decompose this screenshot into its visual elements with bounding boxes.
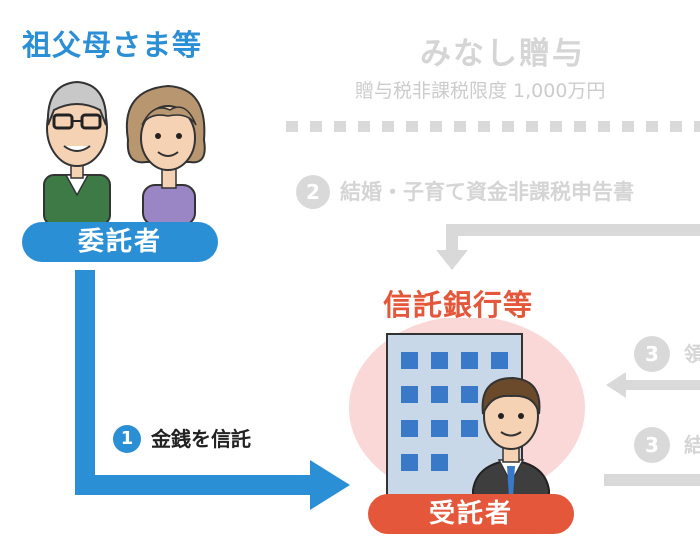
step2-label: 結婚・子育て資金非課税申告書 [340, 180, 634, 204]
step3b-number: 3 [634, 427, 670, 463]
payment-bar [604, 474, 700, 486]
trust-bank-title: 信託銀行等 [383, 288, 534, 322]
step3b-label: 結 [684, 433, 700, 457]
step2-number: 2 [296, 175, 330, 209]
trustee-pill: 受託者 [368, 494, 574, 534]
deemed-gift-subtitle: 贈与税非課税限度 1,000万円 [355, 80, 606, 102]
grandmother-figure [125, 84, 206, 225]
step3a-label: 領 [684, 342, 700, 366]
trust-bank-illustration [345, 318, 595, 518]
step1-label: 金銭を信託 [151, 427, 251, 451]
trustor-pill: 委託者 [22, 222, 218, 262]
grandparents-title: 祖父母さま等 [22, 28, 203, 62]
trust-flow-arrow [70, 270, 355, 510]
dashed-divider [286, 121, 700, 132]
deemed-gift-title: みなし贈与 [420, 36, 585, 72]
step1-number: 1 [113, 425, 141, 453]
application-flow-arrow [430, 218, 700, 273]
withdrawal-arrow [604, 370, 700, 400]
grandfather-figure [43, 80, 111, 225]
grandparents-illustration [38, 70, 208, 225]
step3a-number: 3 [634, 336, 670, 372]
